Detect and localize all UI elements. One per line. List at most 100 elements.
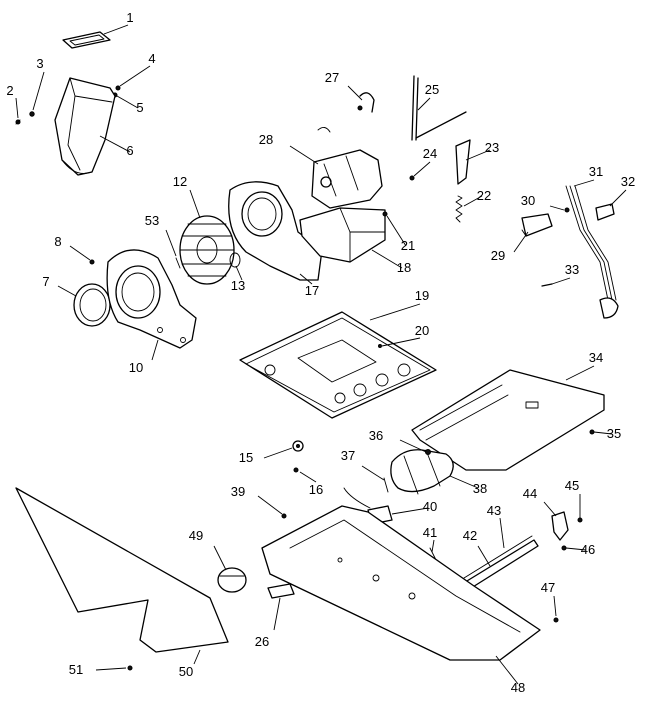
leader-line-12 bbox=[189, 189, 201, 219]
callout-label-33: 33 bbox=[565, 262, 579, 277]
callout-label-29: 29 bbox=[491, 248, 505, 263]
callout-label-25: 25 bbox=[425, 82, 439, 97]
leader-line-20 bbox=[381, 337, 421, 347]
part-46-screw bbox=[561, 545, 567, 551]
leader-line-3 bbox=[32, 71, 45, 111]
callout-label-35: 35 bbox=[607, 426, 621, 441]
part-48-base-frame bbox=[261, 505, 541, 661]
part-39-screw bbox=[281, 513, 287, 519]
leader-line-46 bbox=[565, 547, 587, 551]
callout-label-18: 18 bbox=[397, 260, 411, 275]
part-47-screw bbox=[553, 617, 559, 623]
callout-label-8: 8 bbox=[54, 234, 61, 249]
callout-label-12: 12 bbox=[173, 174, 187, 189]
leader-line-25 bbox=[417, 97, 431, 111]
part-12-blower-wheel bbox=[179, 215, 235, 285]
callout-leaders bbox=[15, 24, 627, 685]
leader-line-47 bbox=[553, 595, 557, 617]
leader-line-30 bbox=[549, 205, 565, 211]
leader-line-29 bbox=[513, 231, 529, 253]
callout-label-36: 36 bbox=[369, 428, 383, 443]
part-20-plate-cutout bbox=[378, 344, 382, 348]
leader-line-18 bbox=[371, 249, 403, 269]
leader-line-32 bbox=[609, 189, 627, 207]
leader-line-24 bbox=[413, 161, 431, 177]
leader-line-50 bbox=[193, 649, 201, 665]
leader-line-51 bbox=[95, 667, 127, 671]
part-17-blower-cover bbox=[228, 181, 323, 281]
callout-label-31: 31 bbox=[589, 164, 603, 179]
callout-label-28: 28 bbox=[259, 132, 273, 147]
callout-label-5: 5 bbox=[136, 100, 143, 115]
leader-line-39 bbox=[257, 495, 283, 515]
leader-line-31 bbox=[573, 179, 595, 187]
leader-line-8 bbox=[69, 245, 91, 261]
leader-line-37 bbox=[361, 465, 385, 481]
callout-label-51: 51 bbox=[69, 662, 83, 677]
leader-line-33 bbox=[551, 277, 571, 285]
part-23-idler bbox=[455, 139, 471, 185]
leader-line-17 bbox=[299, 273, 313, 285]
callout-label-49: 49 bbox=[189, 528, 203, 543]
leader-line-15 bbox=[263, 447, 293, 459]
callout-label-26: 26 bbox=[255, 634, 269, 649]
callout-label-17: 17 bbox=[305, 283, 319, 298]
leader-line-44 bbox=[543, 501, 557, 517]
callout-label-27: 27 bbox=[325, 70, 339, 85]
part-18-motor-bracket bbox=[299, 207, 386, 263]
callout-label-38: 38 bbox=[473, 481, 487, 496]
part-2-screw bbox=[15, 119, 21, 125]
leader-line-10 bbox=[151, 339, 159, 361]
part-15-nut bbox=[292, 440, 304, 452]
leader-line-40 bbox=[391, 507, 429, 515]
callout-label-48: 48 bbox=[511, 680, 525, 695]
part-22-spring bbox=[455, 195, 463, 223]
part-4-screw bbox=[115, 85, 121, 91]
leader-line-4 bbox=[119, 65, 151, 87]
callout-label-3: 3 bbox=[36, 56, 43, 71]
leader-line-2 bbox=[15, 97, 19, 119]
part-3-screw bbox=[29, 111, 35, 117]
part-32-terminal-block bbox=[595, 203, 615, 221]
leader-line-42 bbox=[477, 545, 491, 567]
part-29-switch bbox=[521, 213, 553, 237]
leader-line-48 bbox=[495, 655, 519, 685]
callout-label-43: 43 bbox=[487, 503, 501, 518]
callout-label-39: 39 bbox=[231, 484, 245, 499]
part-16-screw bbox=[293, 467, 299, 473]
leader-line-53 bbox=[165, 229, 177, 257]
leader-line-36 bbox=[399, 439, 427, 453]
callout-label-15: 15 bbox=[239, 450, 253, 465]
callout-label-34: 34 bbox=[589, 350, 603, 365]
leader-line-6 bbox=[99, 135, 131, 153]
callout-label-22: 22 bbox=[477, 188, 491, 203]
callout-label-41: 41 bbox=[423, 525, 437, 540]
leader-line-5 bbox=[116, 95, 139, 109]
callout-label-2: 2 bbox=[6, 83, 13, 98]
leader-line-23 bbox=[465, 149, 491, 161]
callout-label-13: 13 bbox=[231, 278, 245, 293]
part-10-blower-housing bbox=[106, 249, 197, 349]
part-25-idler-arm bbox=[411, 75, 467, 141]
part-51-screw bbox=[127, 665, 133, 671]
part-42-slide-rail bbox=[461, 535, 539, 591]
part-37-wire bbox=[383, 477, 389, 493]
part-19-base-plate bbox=[239, 311, 437, 419]
part-24-pin bbox=[409, 175, 415, 181]
part-30-screw bbox=[564, 207, 570, 213]
leader-line-27 bbox=[347, 85, 363, 101]
leader-line-41 bbox=[431, 539, 435, 553]
callout-label-21: 21 bbox=[401, 238, 415, 253]
part-6-lint-duct bbox=[54, 77, 116, 176]
leader-line-35 bbox=[593, 431, 613, 435]
leader-line-16 bbox=[299, 471, 317, 483]
leader-line-43 bbox=[499, 517, 505, 549]
callout-label-19: 19 bbox=[415, 288, 429, 303]
part-35-screw bbox=[589, 429, 595, 435]
part-1-gasket bbox=[62, 31, 111, 49]
leader-line-26 bbox=[273, 597, 281, 631]
callout-label-42: 42 bbox=[463, 528, 477, 543]
callout-label-30: 30 bbox=[521, 193, 535, 208]
